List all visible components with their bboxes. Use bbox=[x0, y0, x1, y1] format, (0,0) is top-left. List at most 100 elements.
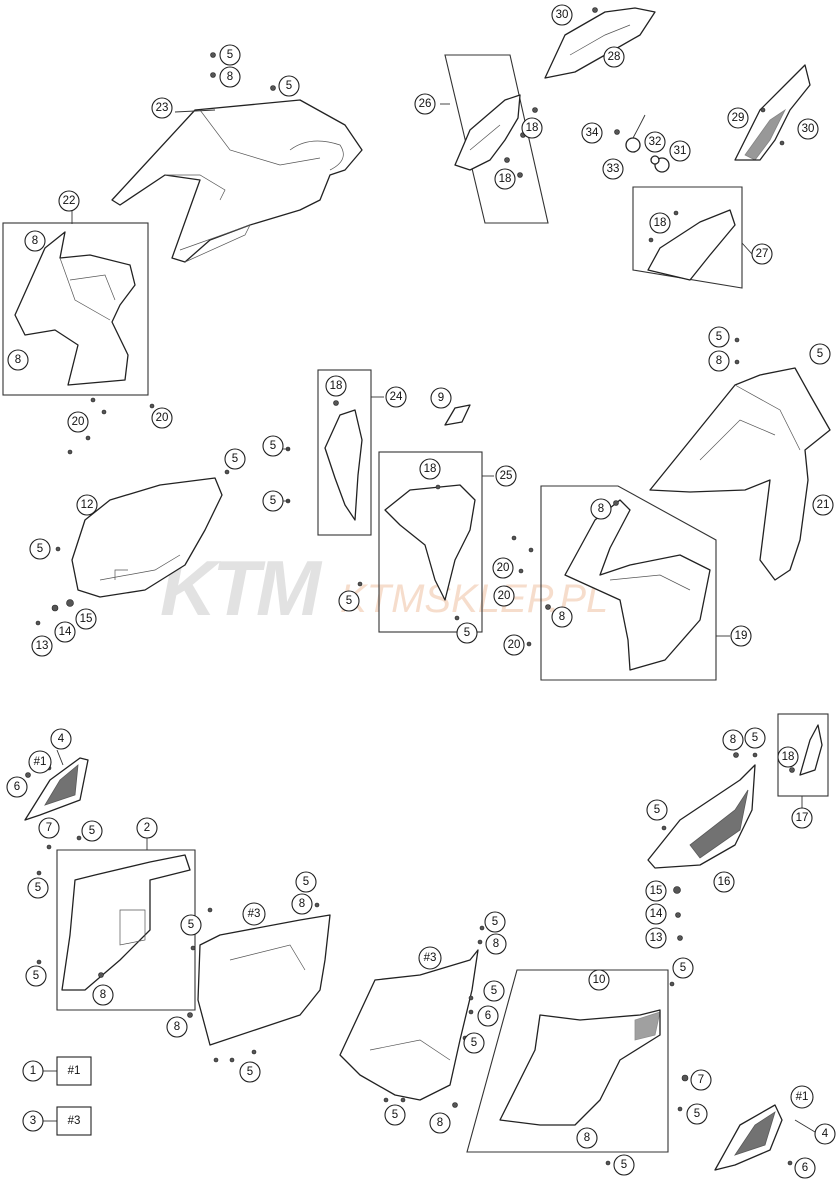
svg-text:15: 15 bbox=[80, 613, 93, 625]
callout-5: 5 bbox=[483, 980, 505, 1002]
part-31-32 bbox=[625, 114, 670, 173]
callout-16: 16 bbox=[713, 871, 735, 893]
callout-14: 14 bbox=[54, 621, 76, 643]
callout-8: 8 bbox=[166, 1016, 188, 1038]
callout-5: 5 bbox=[180, 914, 202, 936]
svg-text:5: 5 bbox=[35, 882, 41, 894]
svg-text:34: 34 bbox=[586, 127, 599, 139]
callout-10: 10 bbox=[588, 969, 610, 991]
tag-1-circle: #1 bbox=[28, 750, 52, 774]
callout-5: 5 bbox=[278, 75, 300, 97]
svg-text:7: 7 bbox=[698, 1074, 704, 1086]
svg-text:13: 13 bbox=[36, 640, 49, 652]
callout-20: 20 bbox=[492, 557, 514, 579]
callout-12: 12 bbox=[76, 494, 98, 516]
group-box-24 bbox=[317, 369, 372, 536]
part-3-inner-b bbox=[339, 949, 479, 1101]
part-19 bbox=[564, 499, 711, 671]
svg-text:18: 18 bbox=[424, 463, 437, 475]
callout-5: 5 bbox=[295, 871, 317, 893]
callout-18: 18 bbox=[419, 458, 441, 480]
callout-19: 19 bbox=[730, 625, 752, 647]
svg-text:15: 15 bbox=[650, 885, 663, 897]
part-grill-1 bbox=[24, 757, 89, 821]
callout-21: 21 bbox=[812, 494, 834, 516]
svg-text:10: 10 bbox=[593, 974, 606, 986]
callout-14: 14 bbox=[645, 903, 667, 925]
svg-text:5: 5 bbox=[286, 80, 292, 92]
callout-5: 5 bbox=[686, 1103, 708, 1125]
svg-text:8: 8 bbox=[493, 938, 499, 950]
callout-3: 3 bbox=[22, 1110, 44, 1132]
callout-5: 5 bbox=[744, 727, 766, 749]
callout-8: 8 bbox=[576, 1127, 598, 1149]
group-box-10 bbox=[466, 969, 669, 1153]
callout-4: 4 bbox=[814, 1123, 836, 1145]
tag-1-circle: #1 bbox=[790, 1085, 814, 1109]
svg-text:8: 8 bbox=[299, 898, 305, 910]
callout-6: 6 bbox=[794, 1157, 816, 1179]
svg-text:31: 31 bbox=[674, 145, 687, 157]
svg-text:20: 20 bbox=[72, 416, 85, 428]
svg-text:5: 5 bbox=[654, 804, 660, 816]
svg-text:13: 13 bbox=[650, 932, 663, 944]
part-9-emblem bbox=[444, 404, 471, 426]
callout-5: 5 bbox=[463, 1032, 485, 1054]
callout-8: 8 bbox=[590, 498, 612, 520]
tag-3-circle: #3 bbox=[242, 902, 266, 926]
callout-2: 2 bbox=[136, 817, 158, 839]
part-24 bbox=[324, 409, 363, 521]
svg-text:8: 8 bbox=[598, 503, 604, 515]
svg-text:18: 18 bbox=[654, 217, 667, 229]
callout-5: 5 bbox=[338, 590, 360, 612]
svg-text:33: 33 bbox=[607, 163, 620, 175]
callout-26: 26 bbox=[414, 93, 436, 115]
callout-5: 5 bbox=[484, 911, 506, 933]
svg-text:#3: #3 bbox=[68, 1115, 81, 1127]
callout-31: 31 bbox=[669, 140, 691, 162]
callout-8: 8 bbox=[551, 606, 573, 628]
group-box-19 bbox=[540, 485, 717, 681]
part-25 bbox=[384, 484, 476, 601]
svg-text:30: 30 bbox=[556, 9, 569, 21]
svg-text:3: 3 bbox=[30, 1115, 36, 1127]
callout-5: 5 bbox=[25, 965, 47, 987]
callout-28: 28 bbox=[603, 46, 625, 68]
tag-boxes: #1 #3 #3 #1 #1 #3 bbox=[28, 750, 814, 1136]
callout-5: 5 bbox=[29, 538, 51, 560]
callout-5: 5 bbox=[809, 343, 831, 365]
svg-text:20: 20 bbox=[498, 590, 511, 602]
svg-text:5: 5 bbox=[392, 1109, 398, 1121]
svg-text:5: 5 bbox=[471, 1037, 477, 1049]
part-3-inner-a bbox=[197, 914, 331, 1046]
callout-6: 6 bbox=[477, 1005, 499, 1027]
svg-text:#3: #3 bbox=[248, 908, 261, 920]
callout-8: 8 bbox=[291, 893, 313, 915]
svg-text:5: 5 bbox=[464, 627, 470, 639]
callout-6: 6 bbox=[6, 776, 28, 798]
svg-text:18: 18 bbox=[782, 751, 795, 763]
callout-5: 5 bbox=[262, 490, 284, 512]
part-28 bbox=[544, 7, 656, 79]
svg-text:1: 1 bbox=[30, 1065, 36, 1077]
callout-23: 23 bbox=[151, 97, 173, 119]
svg-text:30: 30 bbox=[802, 123, 815, 135]
callout-5: 5 bbox=[219, 44, 241, 66]
svg-text:24: 24 bbox=[390, 391, 403, 403]
callout-8: 8 bbox=[24, 230, 46, 252]
svg-text:5: 5 bbox=[346, 595, 352, 607]
svg-text:5: 5 bbox=[227, 49, 233, 61]
svg-text:20: 20 bbox=[497, 562, 510, 574]
svg-text:8: 8 bbox=[730, 734, 736, 746]
part-27 bbox=[647, 209, 736, 281]
svg-text:8: 8 bbox=[32, 235, 38, 247]
part-grill-2 bbox=[714, 1104, 783, 1171]
part-22-side-panel bbox=[14, 231, 136, 386]
svg-text:32: 32 bbox=[649, 136, 662, 148]
callout-32: 32 bbox=[644, 131, 666, 153]
callout-18: 18 bbox=[649, 212, 671, 234]
watermark: KTM KTMSKLEP.PL bbox=[160, 544, 608, 632]
callout-8: 8 bbox=[7, 349, 29, 371]
part-17 bbox=[799, 724, 823, 776]
svg-text:4: 4 bbox=[822, 1128, 829, 1140]
